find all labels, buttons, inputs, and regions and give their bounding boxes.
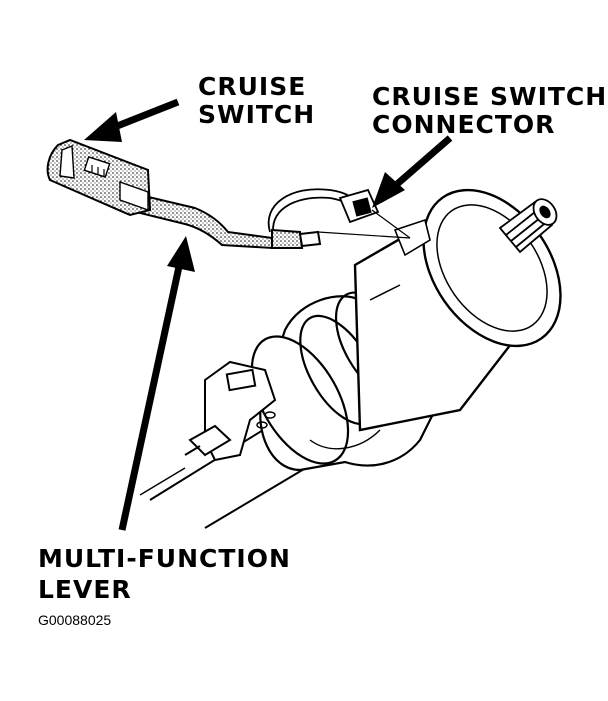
arrow-cruise-switch [84, 98, 180, 142]
cruise-switch-connector [317, 188, 411, 239]
cruise-switch-connector-label: CRUISE SWITCH CONNECTOR [372, 84, 607, 137]
cruise-switch-label-line-1: CRUISE [198, 72, 307, 101]
multi-function-lever [126, 193, 322, 250]
steering-shaft-spline [498, 198, 558, 254]
figure-id: G00088025 [38, 612, 112, 628]
arrow-cruise-switch-connector [372, 135, 453, 208]
multi-function-lever-label-line-1: MULTI-FUNCTION [38, 544, 291, 573]
cruise-switch-label-line-2: SWITCH [198, 100, 316, 129]
cruise-switch-cap [46, 138, 152, 217]
cruise-switch-connector-label-line-2: CONNECTOR [372, 110, 556, 139]
lower-switch-bracket [184, 360, 277, 462]
multi-function-lever-label: MULTI-FUNCTION LEVER [38, 546, 291, 602]
cruise-switch-label: CRUISE SWITCH [198, 74, 315, 127]
multi-function-lever-label-line-2: LEVER [38, 575, 132, 604]
cruise-switch-connector-label-line-1: CRUISE SWITCH [372, 82, 608, 111]
arrow-multi-function-lever [118, 236, 195, 531]
upper-column-housing [353, 188, 562, 432]
callout-arrows [84, 98, 453, 531]
